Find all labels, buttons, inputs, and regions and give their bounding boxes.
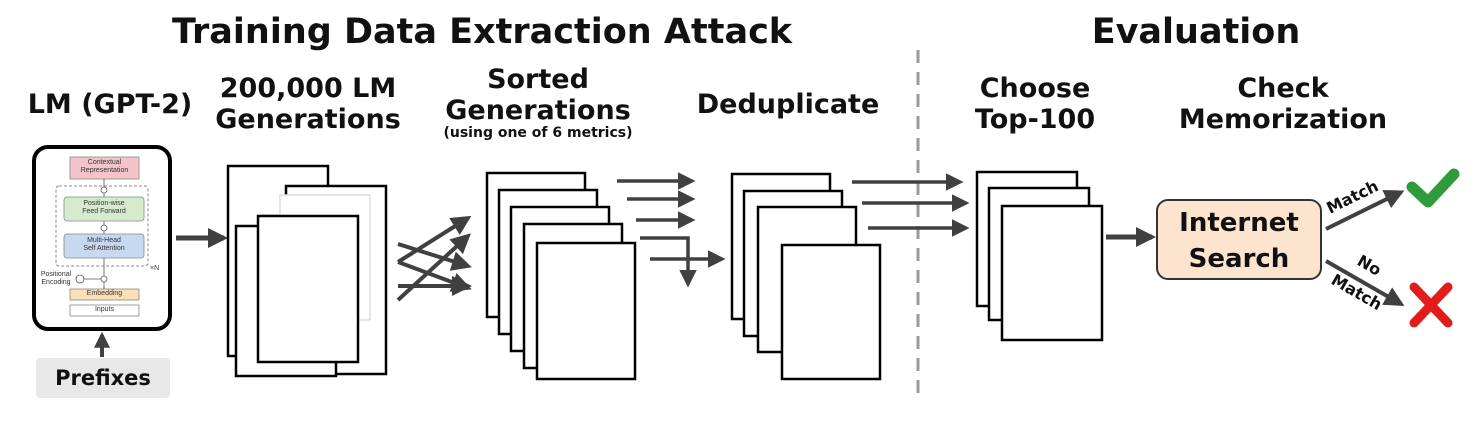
lm-heading: LM (GPT-2) — [27, 89, 193, 120]
contextual-label-line1: Contextual — [87, 159, 122, 166]
ffn-label-line1: Position-wise — [83, 200, 125, 207]
dedup-arrows — [617, 172, 726, 288]
cross-mark-icon — [1409, 282, 1453, 328]
inputs-block — [69, 304, 140, 317]
contextual-representation-block — [69, 156, 140, 180]
prefixes-badge: Prefixes — [36, 358, 170, 398]
sorted-heading-line2: Generations — [445, 95, 631, 127]
embedding-block — [69, 288, 140, 301]
transformer-model: ×N — [32, 145, 172, 331]
top100-arrows — [852, 173, 970, 237]
mha-label-line2: Self Attention — [83, 245, 125, 253]
shuffle-arrows — [396, 215, 472, 302]
generations-heading: 200,000 LM Generations — [208, 73, 408, 135]
positional-label: Positional Encoding — [36, 271, 76, 287]
sorted-documents — [485, 171, 637, 381]
check-heading-line2: Memorization — [1178, 104, 1388, 136]
ffn-label: Position-wise Feed Forward — [64, 200, 144, 216]
arrow-no-match — [1325, 259, 1405, 306]
dedup-heading: Deduplicate — [696, 89, 880, 120]
sorted-heading-line1: Sorted — [487, 64, 589, 95]
positional-label-line2: Encoding — [41, 279, 71, 287]
sorted-note: (using one of 6 metrics) — [443, 125, 633, 142]
nx-label: ×N — [150, 265, 159, 272]
choose-heading-line2: Top-100 — [974, 104, 1096, 136]
check-heading: Check Memorization — [1170, 73, 1396, 135]
choose-heading: Choose Top-100 — [960, 73, 1110, 135]
internet-search-line2: Search — [1188, 244, 1290, 274]
mha-label: Multi-Head Self Attention — [64, 237, 144, 253]
generation-documents — [226, 164, 388, 378]
ffn-label-line2: Feed Forward — [82, 208, 126, 216]
no-match-label-line1: No — [1354, 251, 1385, 280]
positional-label-line1: Positional — [40, 271, 72, 278]
internet-search-line1: Internet — [1179, 208, 1299, 238]
arrow-match — [1325, 190, 1405, 231]
dedup-documents — [730, 172, 882, 381]
generations-heading-line1: 200,000 LM — [219, 73, 397, 104]
match-label: Match — [1323, 176, 1381, 217]
inputs-label: Inputs — [94, 306, 115, 313]
check-mark-icon — [1406, 168, 1460, 208]
contextual-label-line2: Representation — [80, 167, 129, 175]
generations-heading-line2: Generations — [215, 104, 401, 136]
choose-heading-line1: Choose — [979, 73, 1091, 104]
evaluation-title: Evaluation — [1091, 12, 1301, 52]
internet-search-box: Internet Search — [1156, 199, 1322, 280]
sorted-heading: Sorted Generations (using one of 6 metri… — [430, 64, 646, 141]
attack-title: Training Data Extraction Attack — [172, 12, 793, 52]
embedding-label: Embedding — [86, 290, 123, 297]
top100-documents — [975, 170, 1104, 342]
mha-label-line1: Multi-Head — [87, 237, 121, 244]
check-heading-line1: Check — [1237, 73, 1329, 104]
contextual-label: Contextual Representation — [70, 159, 139, 175]
